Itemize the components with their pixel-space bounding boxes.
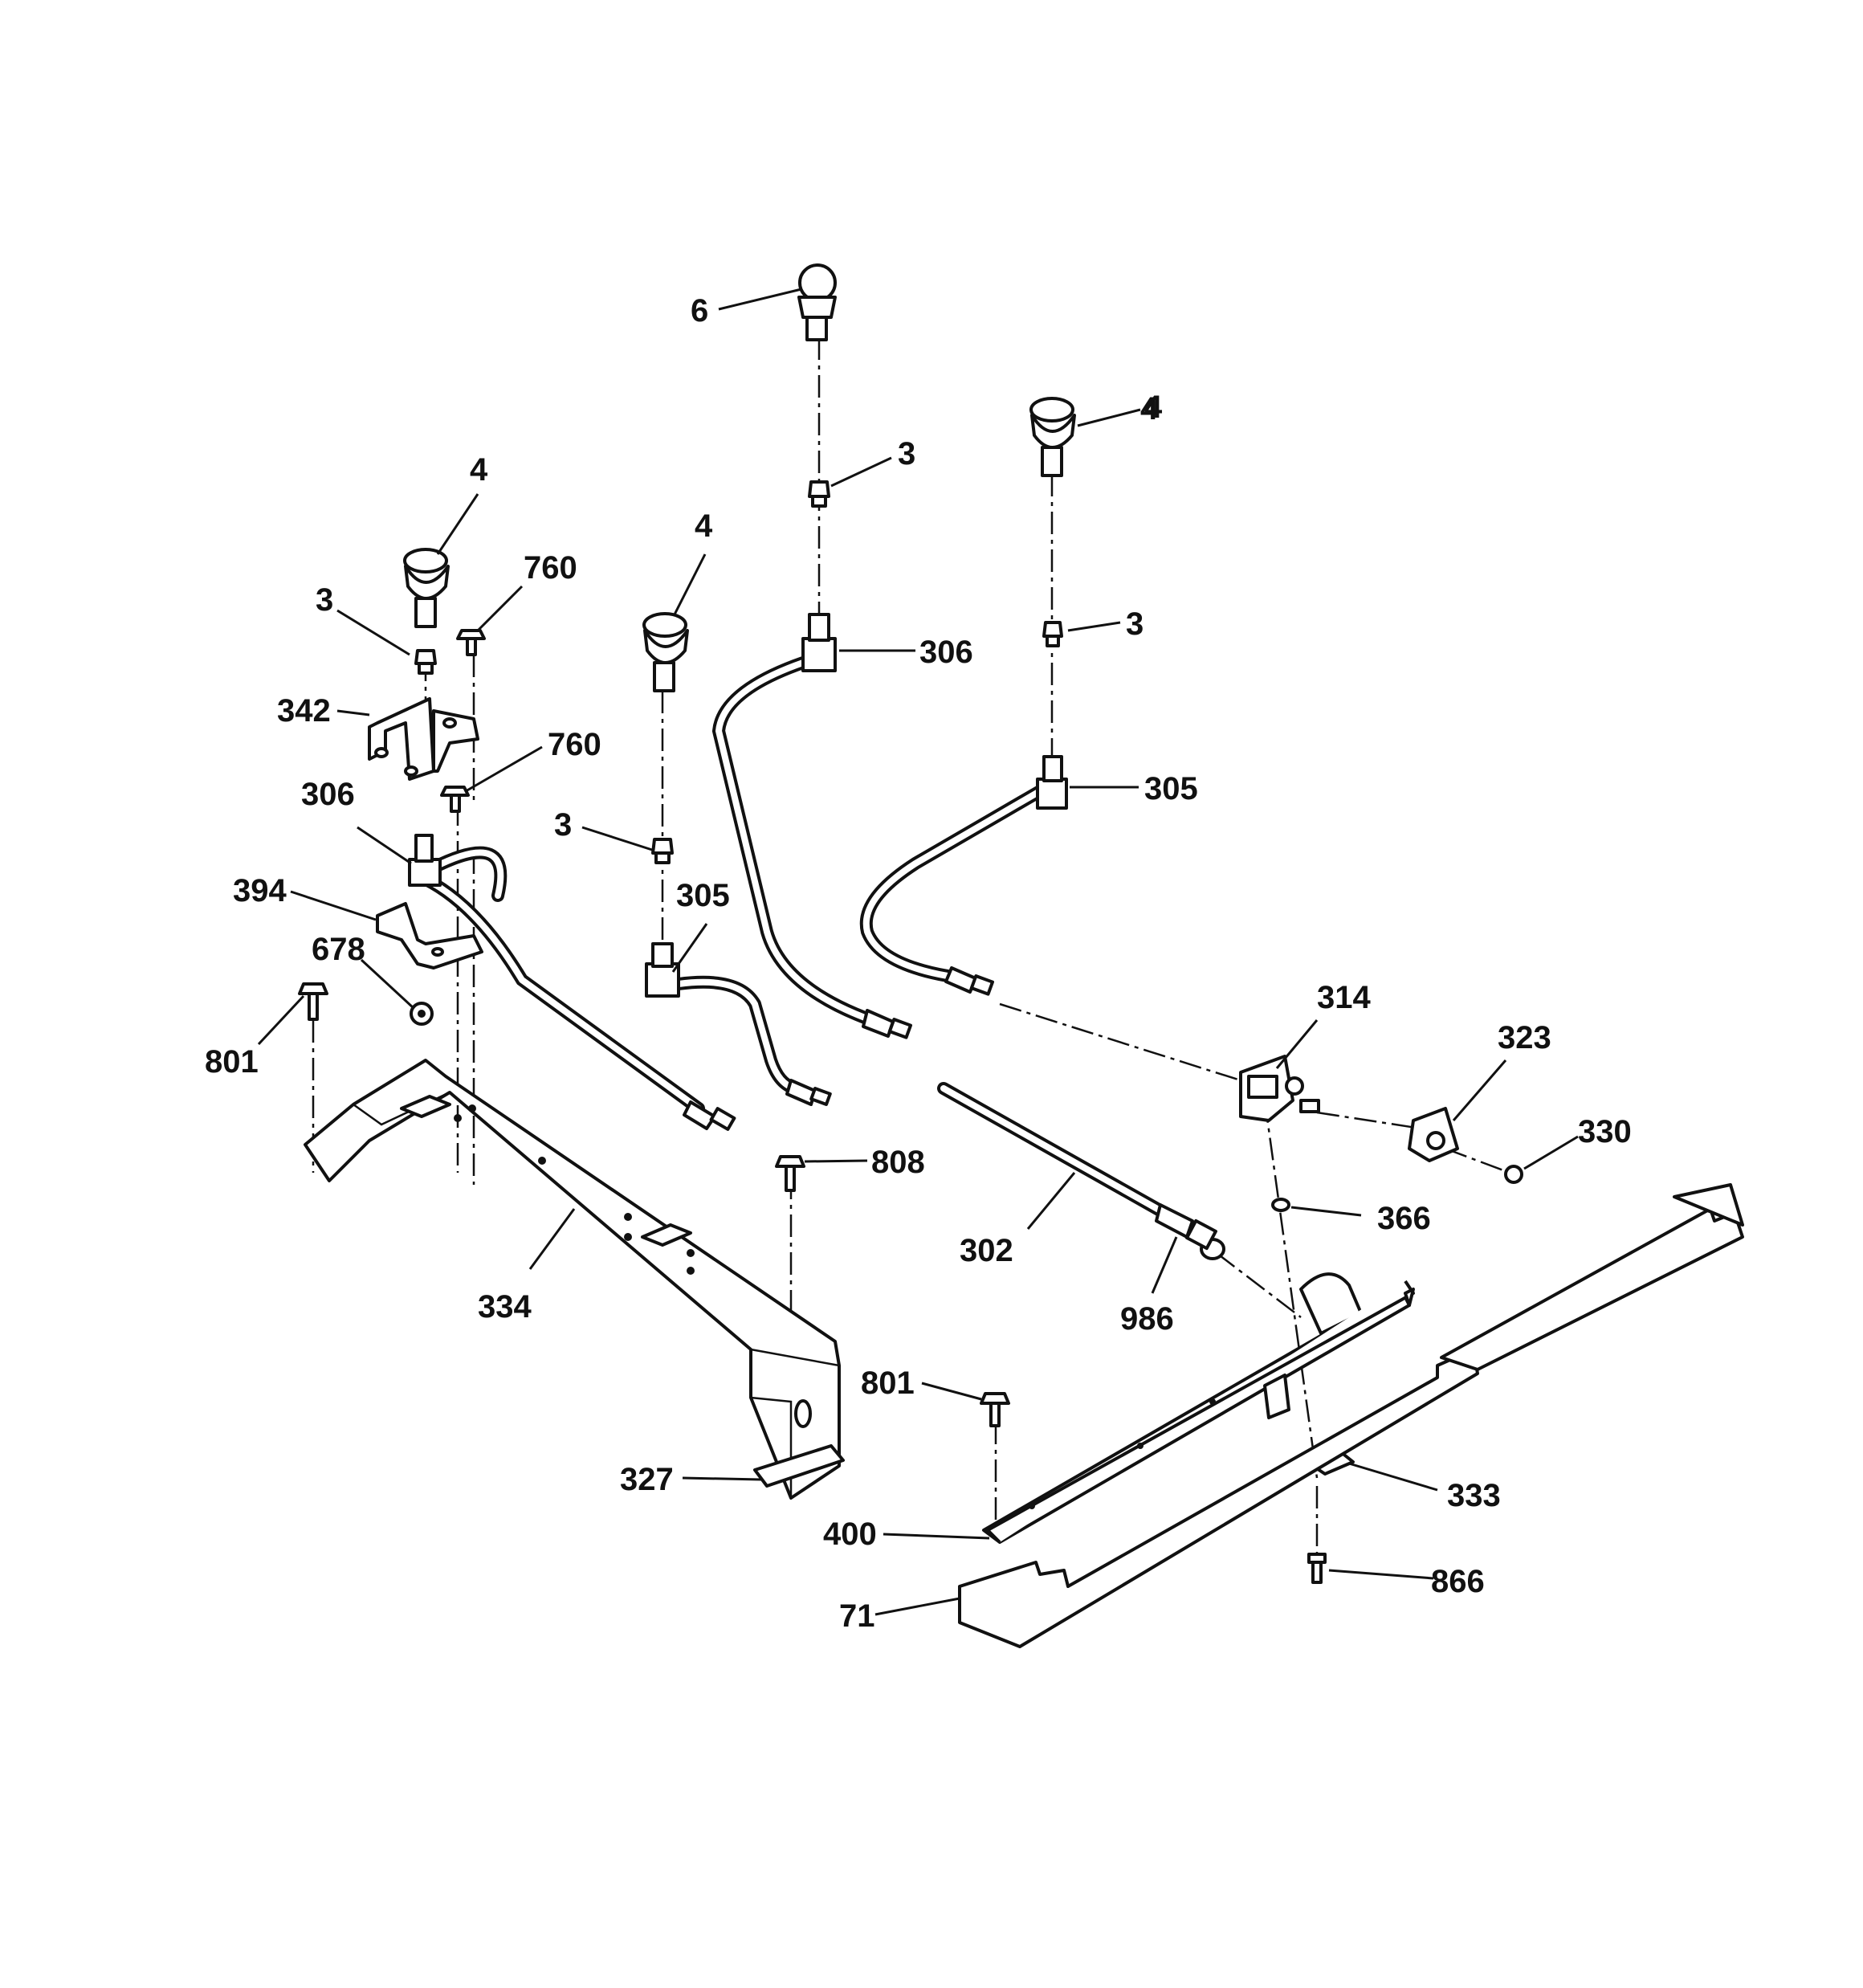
orifice-3-mid [651, 838, 674, 864]
valve-314 [1239, 1055, 1320, 1122]
screw-801-left [298, 982, 328, 1021]
label-305-mid: 305 [676, 878, 730, 913]
label-801-left: 801 [205, 1044, 259, 1080]
label-986: 986 [1120, 1301, 1174, 1337]
label-3-top: 3 [898, 436, 915, 471]
valve-306-left [408, 834, 442, 887]
valve-305-right [859, 755, 1068, 996]
plate-327 [753, 1444, 845, 1488]
label-4-top: 4 [1140, 391, 1159, 427]
knob-4-mid [642, 612, 689, 692]
screw-808 [775, 1155, 805, 1192]
label-306-mid: 306 [919, 635, 973, 670]
callout-labels: 6 4 3 4 3 306 305 4 3 760 342 760 306 4 … [205, 293, 1632, 1634]
tube-302 [937, 1082, 1225, 1260]
orifice-3-left [414, 649, 437, 675]
label-760-b: 760 [548, 727, 601, 762]
label-4-left: 4 [470, 452, 488, 488]
label-323: 323 [1498, 1020, 1551, 1055]
label-801-mid: 801 [861, 1365, 915, 1401]
label-4-mid: 4 [695, 508, 713, 544]
label-4-right: 4 [1144, 390, 1163, 425]
label-330: 330 [1578, 1114, 1632, 1149]
label-808: 808 [871, 1145, 925, 1180]
knob-4-right [1029, 397, 1076, 477]
label-327: 327 [620, 1462, 674, 1497]
washer-330 [1504, 1165, 1523, 1184]
screw-801-mid [980, 1392, 1010, 1427]
label-71: 71 [839, 1598, 875, 1634]
screw-760-b [440, 786, 470, 813]
label-314: 314 [1317, 980, 1371, 1015]
label-306-left: 306 [301, 777, 355, 812]
label-760-a: 760 [524, 550, 577, 586]
label-866: 866 [1431, 1564, 1485, 1599]
nut-678 [410, 1002, 434, 1026]
label-334: 334 [478, 1289, 532, 1325]
leader-lines [257, 288, 1579, 1616]
label-394: 394 [233, 873, 287, 908]
bracket-342 [368, 697, 479, 781]
label-342: 342 [277, 693, 331, 729]
label-305-right: 305 [1144, 771, 1198, 806]
label-333: 333 [1447, 1478, 1501, 1513]
label-3-left: 3 [316, 582, 333, 618]
knob-4-left [403, 548, 450, 628]
knob-6-top [797, 263, 837, 341]
label-3-mid: 3 [554, 807, 572, 843]
bracket-394 [376, 902, 483, 970]
label-3-right: 3 [1126, 606, 1143, 642]
valve-305-mid [645, 942, 832, 1106]
valve-306-mid [711, 613, 913, 1039]
label-366: 366 [1377, 1201, 1431, 1236]
insulation-71 [958, 1183, 1744, 1648]
bracket-323 [1408, 1107, 1459, 1162]
screw-760-a [456, 629, 486, 656]
burner-bracket-334 [304, 1059, 841, 1500]
label-400: 400 [823, 1517, 877, 1552]
orifice-3-top [808, 480, 830, 508]
label-302: 302 [960, 1233, 1013, 1268]
label-6: 6 [691, 293, 708, 329]
screw-866 [1307, 1553, 1327, 1584]
label-678: 678 [312, 932, 365, 967]
clip-366 [1271, 1198, 1290, 1212]
orifice-3-right [1042, 621, 1063, 647]
burner-rail-400 [982, 1272, 1415, 1544]
